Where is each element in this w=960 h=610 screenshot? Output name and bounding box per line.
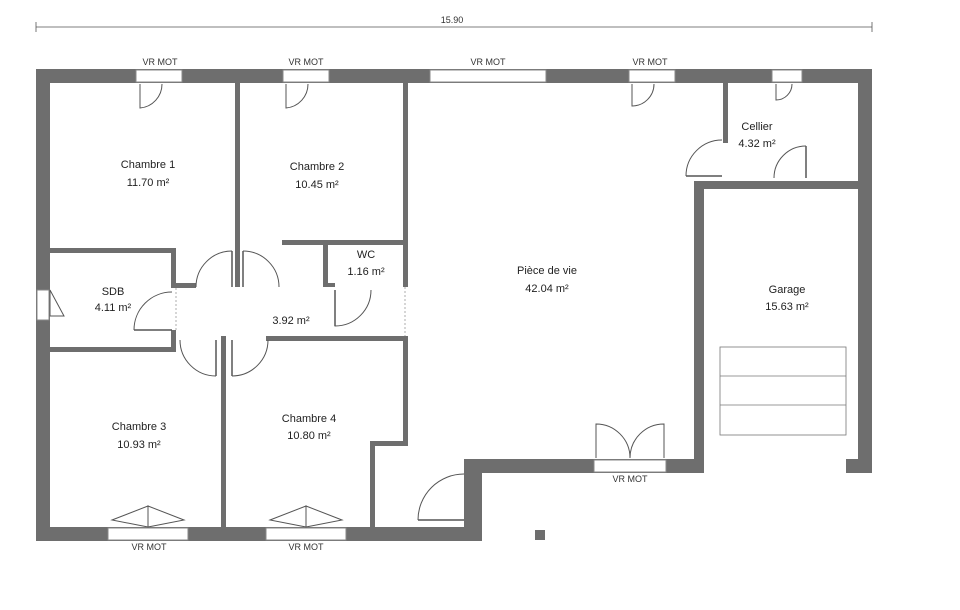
doors: [133, 139, 807, 521]
garage-name: Garage: [769, 284, 806, 296]
window-label-bottom-left: VR MOT: [132, 542, 168, 552]
window-label-bottom-right: VR MOT: [613, 474, 649, 484]
chambre2-name: Chambre 2: [290, 161, 344, 173]
windows: [36, 69, 803, 541]
piece-de-vie-area: 42.04 m²: [525, 283, 569, 295]
pillar: [535, 530, 545, 540]
cellier-area: 4.32 m²: [738, 138, 776, 150]
window-labels: VR MOT VR MOT VR MOT VR MOT VR MOT VR MO…: [132, 57, 669, 552]
garage-door: [719, 346, 847, 436]
chambre3-name: Chambre 3: [112, 421, 166, 433]
sdb-name: SDB: [102, 286, 125, 298]
window-label-top1: VR MOT: [143, 57, 179, 67]
wc-name: WC: [357, 249, 375, 261]
room-labels: Chambre 1 11.70 m² Chambre 2 10.45 m² WC…: [95, 121, 809, 451]
chambre2-area: 10.45 m²: [295, 179, 339, 191]
interior-walls: [50, 83, 872, 541]
window-swings: [49, 83, 793, 528]
chambre4-area: 10.80 m²: [287, 430, 331, 442]
garage-area: 15.63 m²: [765, 301, 809, 313]
window-label-bottom-mid: VR MOT: [289, 542, 325, 552]
wc-area: 1.16 m²: [347, 266, 385, 278]
window-label-top3: VR MOT: [471, 57, 507, 67]
window-label-top2: VR MOT: [289, 57, 325, 67]
window-label-top4: VR MOT: [633, 57, 669, 67]
chambre1-area: 11.70 m²: [127, 177, 170, 189]
chambre4-name: Chambre 4: [282, 413, 336, 425]
chambre1-name: Chambre 1: [121, 159, 175, 171]
piece-de-vie-name: Pièce de vie: [517, 265, 577, 277]
dimension-line: 15.90: [35, 15, 873, 32]
cellier-name: Cellier: [741, 121, 773, 133]
couloir-area: 3.92 m²: [272, 315, 310, 327]
total-width-label: 15.90: [441, 15, 464, 25]
chambre3-area: 10.93 m²: [117, 439, 161, 451]
sdb-area: 4.11 m²: [95, 302, 132, 314]
